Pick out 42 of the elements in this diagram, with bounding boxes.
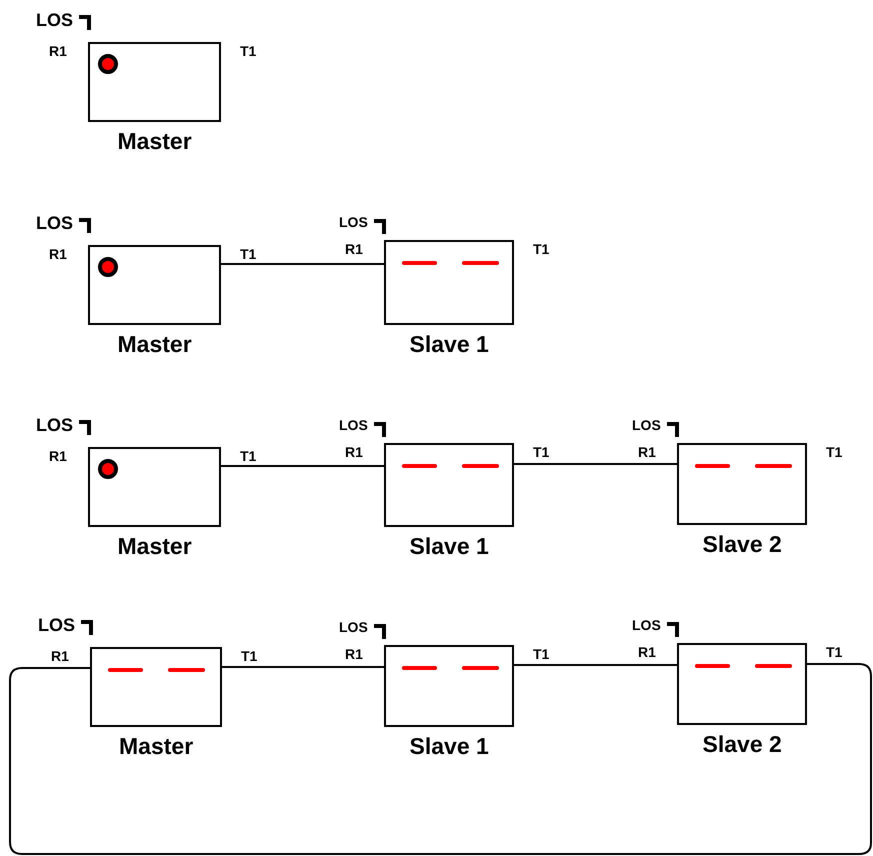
port-label: T1 bbox=[240, 449, 256, 463]
port-label: R1 bbox=[345, 242, 363, 256]
device-name: Slave 2 bbox=[702, 733, 782, 756]
port-label: R1 bbox=[345, 445, 363, 459]
port-label: T1 bbox=[533, 445, 550, 459]
device-name: Slave 1 bbox=[410, 535, 489, 558]
port-label: R1 bbox=[49, 449, 67, 463]
port-label: LOS bbox=[38, 616, 76, 634]
device-name: Master bbox=[118, 333, 192, 356]
port-label: R1 bbox=[345, 647, 363, 661]
port-label: LOS bbox=[36, 214, 74, 232]
device-name: Slave 1 bbox=[410, 333, 489, 356]
port-label: T1 bbox=[826, 445, 842, 459]
port-label: LOS bbox=[632, 418, 661, 432]
port-label: LOS bbox=[36, 11, 74, 29]
port-label: LOS bbox=[632, 618, 661, 632]
port-label: T1 bbox=[240, 247, 256, 261]
port-label: R1 bbox=[49, 44, 67, 58]
port-label: T1 bbox=[533, 242, 550, 256]
cable-line bbox=[221, 263, 384, 265]
cable-line bbox=[514, 664, 677, 666]
cable-line bbox=[9, 663, 872, 855]
device-name: Master bbox=[118, 535, 192, 558]
cable-line bbox=[222, 666, 384, 668]
device-name: Slave 1 bbox=[410, 735, 489, 758]
device-name: Slave 2 bbox=[702, 533, 782, 556]
port-label: LOS bbox=[339, 215, 368, 229]
device-name: Master bbox=[118, 130, 192, 153]
port-label: R1 bbox=[49, 247, 67, 261]
port-label: T1 bbox=[826, 645, 842, 659]
port-label: LOS bbox=[339, 620, 368, 634]
cable-line bbox=[514, 463, 677, 465]
port-label: T1 bbox=[241, 649, 258, 663]
port-label: T1 bbox=[533, 647, 550, 661]
port-label: R1 bbox=[638, 645, 656, 659]
port-label: R1 bbox=[638, 445, 656, 459]
device-name: Master bbox=[119, 735, 194, 758]
port-label: R1 bbox=[51, 649, 69, 663]
port-label: LOS bbox=[339, 418, 368, 432]
cable-line bbox=[221, 465, 384, 467]
port-label: LOS bbox=[36, 416, 74, 434]
port-label: T1 bbox=[240, 44, 256, 58]
